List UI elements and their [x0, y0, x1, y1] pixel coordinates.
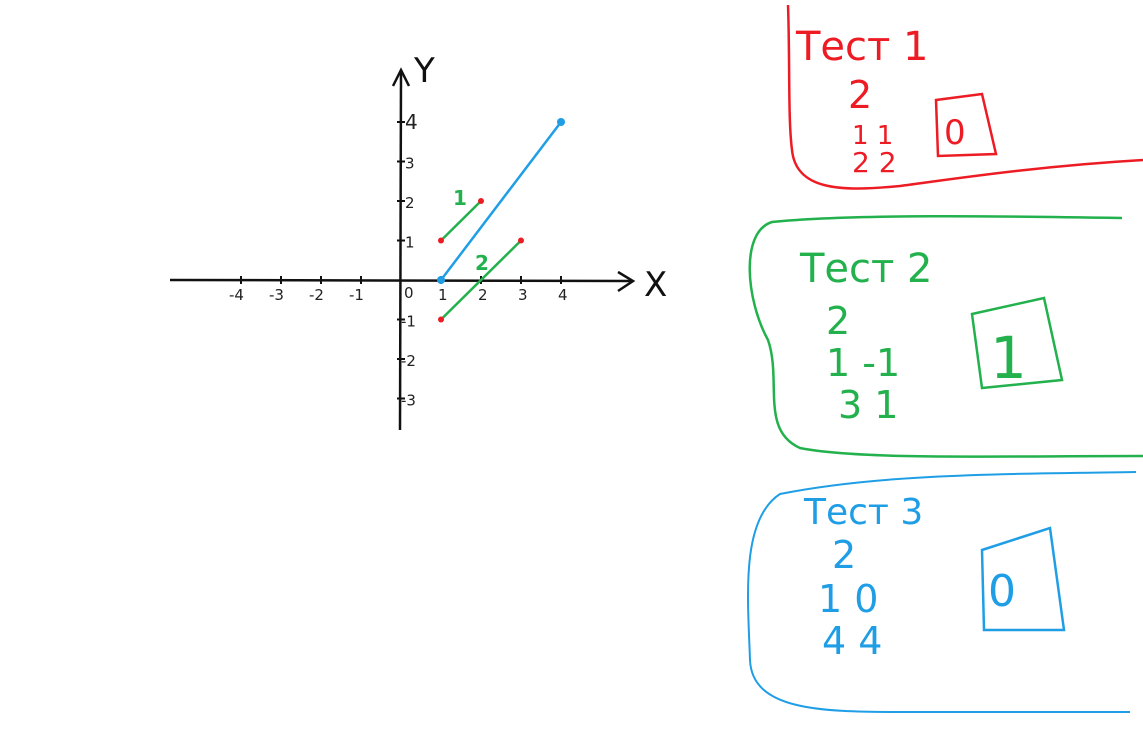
segment-line-2 — [440, 239, 522, 321]
x-axis-arrow-icon — [617, 270, 636, 293]
y-tick-label: 3 — [405, 155, 415, 173]
x-tick-label: 2 — [478, 286, 488, 304]
segment-endpoint — [518, 237, 524, 244]
origin-label: 0 — [404, 284, 414, 302]
x-tick-label: -1 — [349, 286, 364, 304]
x-tick-label: 4 — [558, 286, 568, 304]
test-box-2-line-1: 2 — [826, 299, 850, 343]
test-box-2-answer: 1 — [990, 324, 1027, 392]
test-box-3-answer-frame — [980, 526, 1066, 632]
test-box-2-title: Тест 2 — [799, 246, 933, 292]
test-box-1-title: Тест 1 — [795, 24, 929, 70]
segment-label-1: 1 — [453, 186, 467, 210]
test-box-3-line-1: 2 — [832, 533, 856, 577]
test-box-2-answer-frame — [970, 296, 1064, 390]
segments: 12 — [437, 118, 565, 323]
segment-label-2: 2 — [475, 251, 489, 275]
y-tick-label: -1 — [401, 313, 416, 331]
y-tick-label: 4 — [405, 110, 418, 134]
y-tick-label: -3 — [401, 392, 416, 410]
test-box-2-line-3: 3 1 — [838, 383, 898, 427]
x-tick-label: -2 — [309, 286, 324, 304]
y-tick-label: 2 — [405, 194, 415, 212]
test-box-1-line-3: 2 2 — [852, 146, 897, 179]
y-tick-label: -2 — [401, 352, 416, 370]
segment-endpoint — [557, 118, 565, 126]
test-box-3-line-2: 1 0 — [818, 577, 878, 621]
y-axis-arrow-icon — [391, 67, 411, 87]
test-box-1-border — [786, 4, 1143, 190]
x-tick-label: -4 — [229, 286, 244, 304]
x-tick-label: -3 — [269, 286, 284, 304]
test-box-2-line-2: 1 -1 — [826, 341, 900, 385]
x-axis-label: X — [644, 265, 667, 305]
segment-line-1 — [440, 200, 482, 242]
test-box-3-title: Тест 3 — [803, 492, 923, 533]
segment-line-3 — [440, 121, 562, 281]
segment-endpoint — [438, 237, 444, 244]
test-box-1-line-2: 1 1 — [852, 121, 893, 151]
test-box-1-line-1: 2 — [848, 73, 872, 117]
test-box-3: Тест 3 2 1 0 4 4 0 — [747, 471, 1137, 713]
test-box-3-line-3: 4 4 — [822, 619, 882, 663]
test-box-1-answer-frame — [934, 92, 998, 158]
y-axis-label: Y — [413, 51, 435, 91]
test-box-2-border — [748, 214, 1143, 458]
y-axis-line — [398, 71, 403, 431]
test-box-3-answer: 0 — [988, 566, 1016, 617]
test-box-2: Тест 2 2 1 -1 3 1 1 — [748, 214, 1143, 458]
y-tick-label: 1 — [405, 234, 415, 252]
x-tick-label: 1 — [438, 286, 448, 304]
test-box-3-border — [747, 471, 1137, 713]
segment-endpoint — [438, 316, 444, 323]
segment-endpoint — [437, 276, 445, 284]
segment-endpoint — [478, 198, 484, 204]
test-box-1-answer: 0 — [944, 113, 966, 153]
x-tick-label: 3 — [518, 286, 528, 304]
test-box-1: Тест 1 2 1 1 2 2 0 — [786, 4, 1143, 190]
